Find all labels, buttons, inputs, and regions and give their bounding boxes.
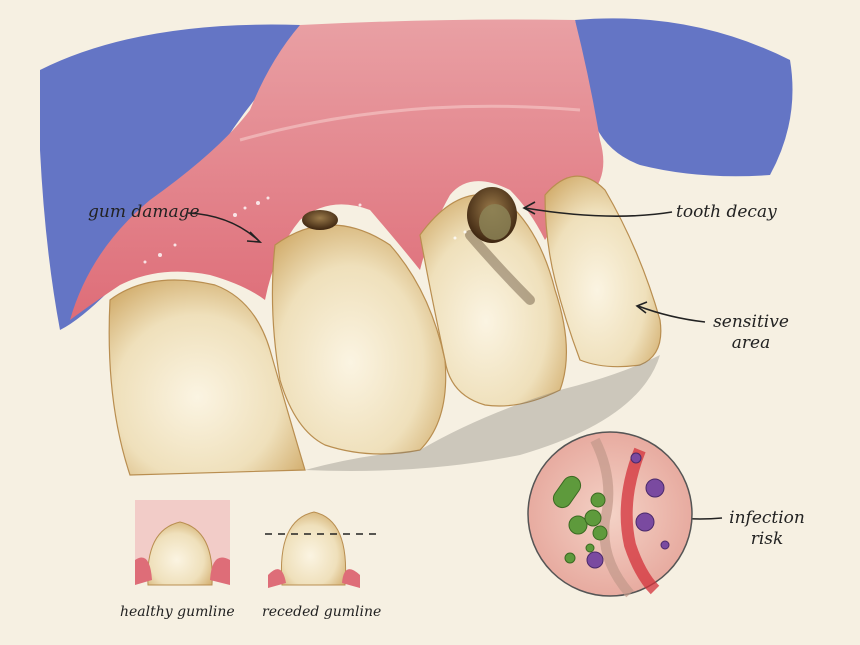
label-healthy-gumline: healthy gumline bbox=[120, 604, 235, 620]
teeth-shadow bbox=[305, 355, 660, 471]
arrow-sensitive bbox=[637, 305, 706, 323]
bacteria-green bbox=[552, 475, 608, 564]
arrow-tooth-decay bbox=[524, 207, 673, 217]
bacteria-purple bbox=[586, 452, 670, 569]
label-sensitive-area: sensitive area bbox=[708, 312, 794, 354]
receded-gumline-diagram bbox=[265, 511, 378, 588]
gum-damage-dots bbox=[143, 196, 467, 264]
tooth-left bbox=[108, 279, 306, 476]
gum-tissue bbox=[70, 19, 604, 321]
arrowhead-sensitive bbox=[635, 301, 648, 314]
label-sensitive-area-line2: area bbox=[731, 333, 771, 353]
decay-core bbox=[479, 204, 511, 240]
healthy-gumline-diagram bbox=[135, 500, 230, 586]
tooth-right bbox=[544, 175, 662, 368]
arrowhead-gum-damage bbox=[246, 231, 263, 243]
tooth-central bbox=[271, 224, 447, 455]
label-gum-damage: gum damage bbox=[88, 202, 200, 222]
drape-right bbox=[575, 18, 793, 177]
gum-highlight bbox=[239, 104, 581, 142]
label-sensitive-area-line1: sensitive bbox=[713, 312, 789, 332]
label-infection-risk-line1: infection bbox=[729, 508, 805, 528]
decay-spot-central bbox=[302, 210, 338, 230]
arrowhead-tooth-decay bbox=[522, 201, 536, 215]
infection-magnifier bbox=[527, 431, 693, 598]
label-receded-gumline: receded gumline bbox=[262, 604, 382, 620]
label-infection-risk: infection risk bbox=[724, 508, 810, 550]
decay-stain bbox=[465, 230, 535, 305]
label-tooth-decay: tooth decay bbox=[676, 202, 777, 222]
label-infection-risk-line2: risk bbox=[750, 529, 784, 549]
